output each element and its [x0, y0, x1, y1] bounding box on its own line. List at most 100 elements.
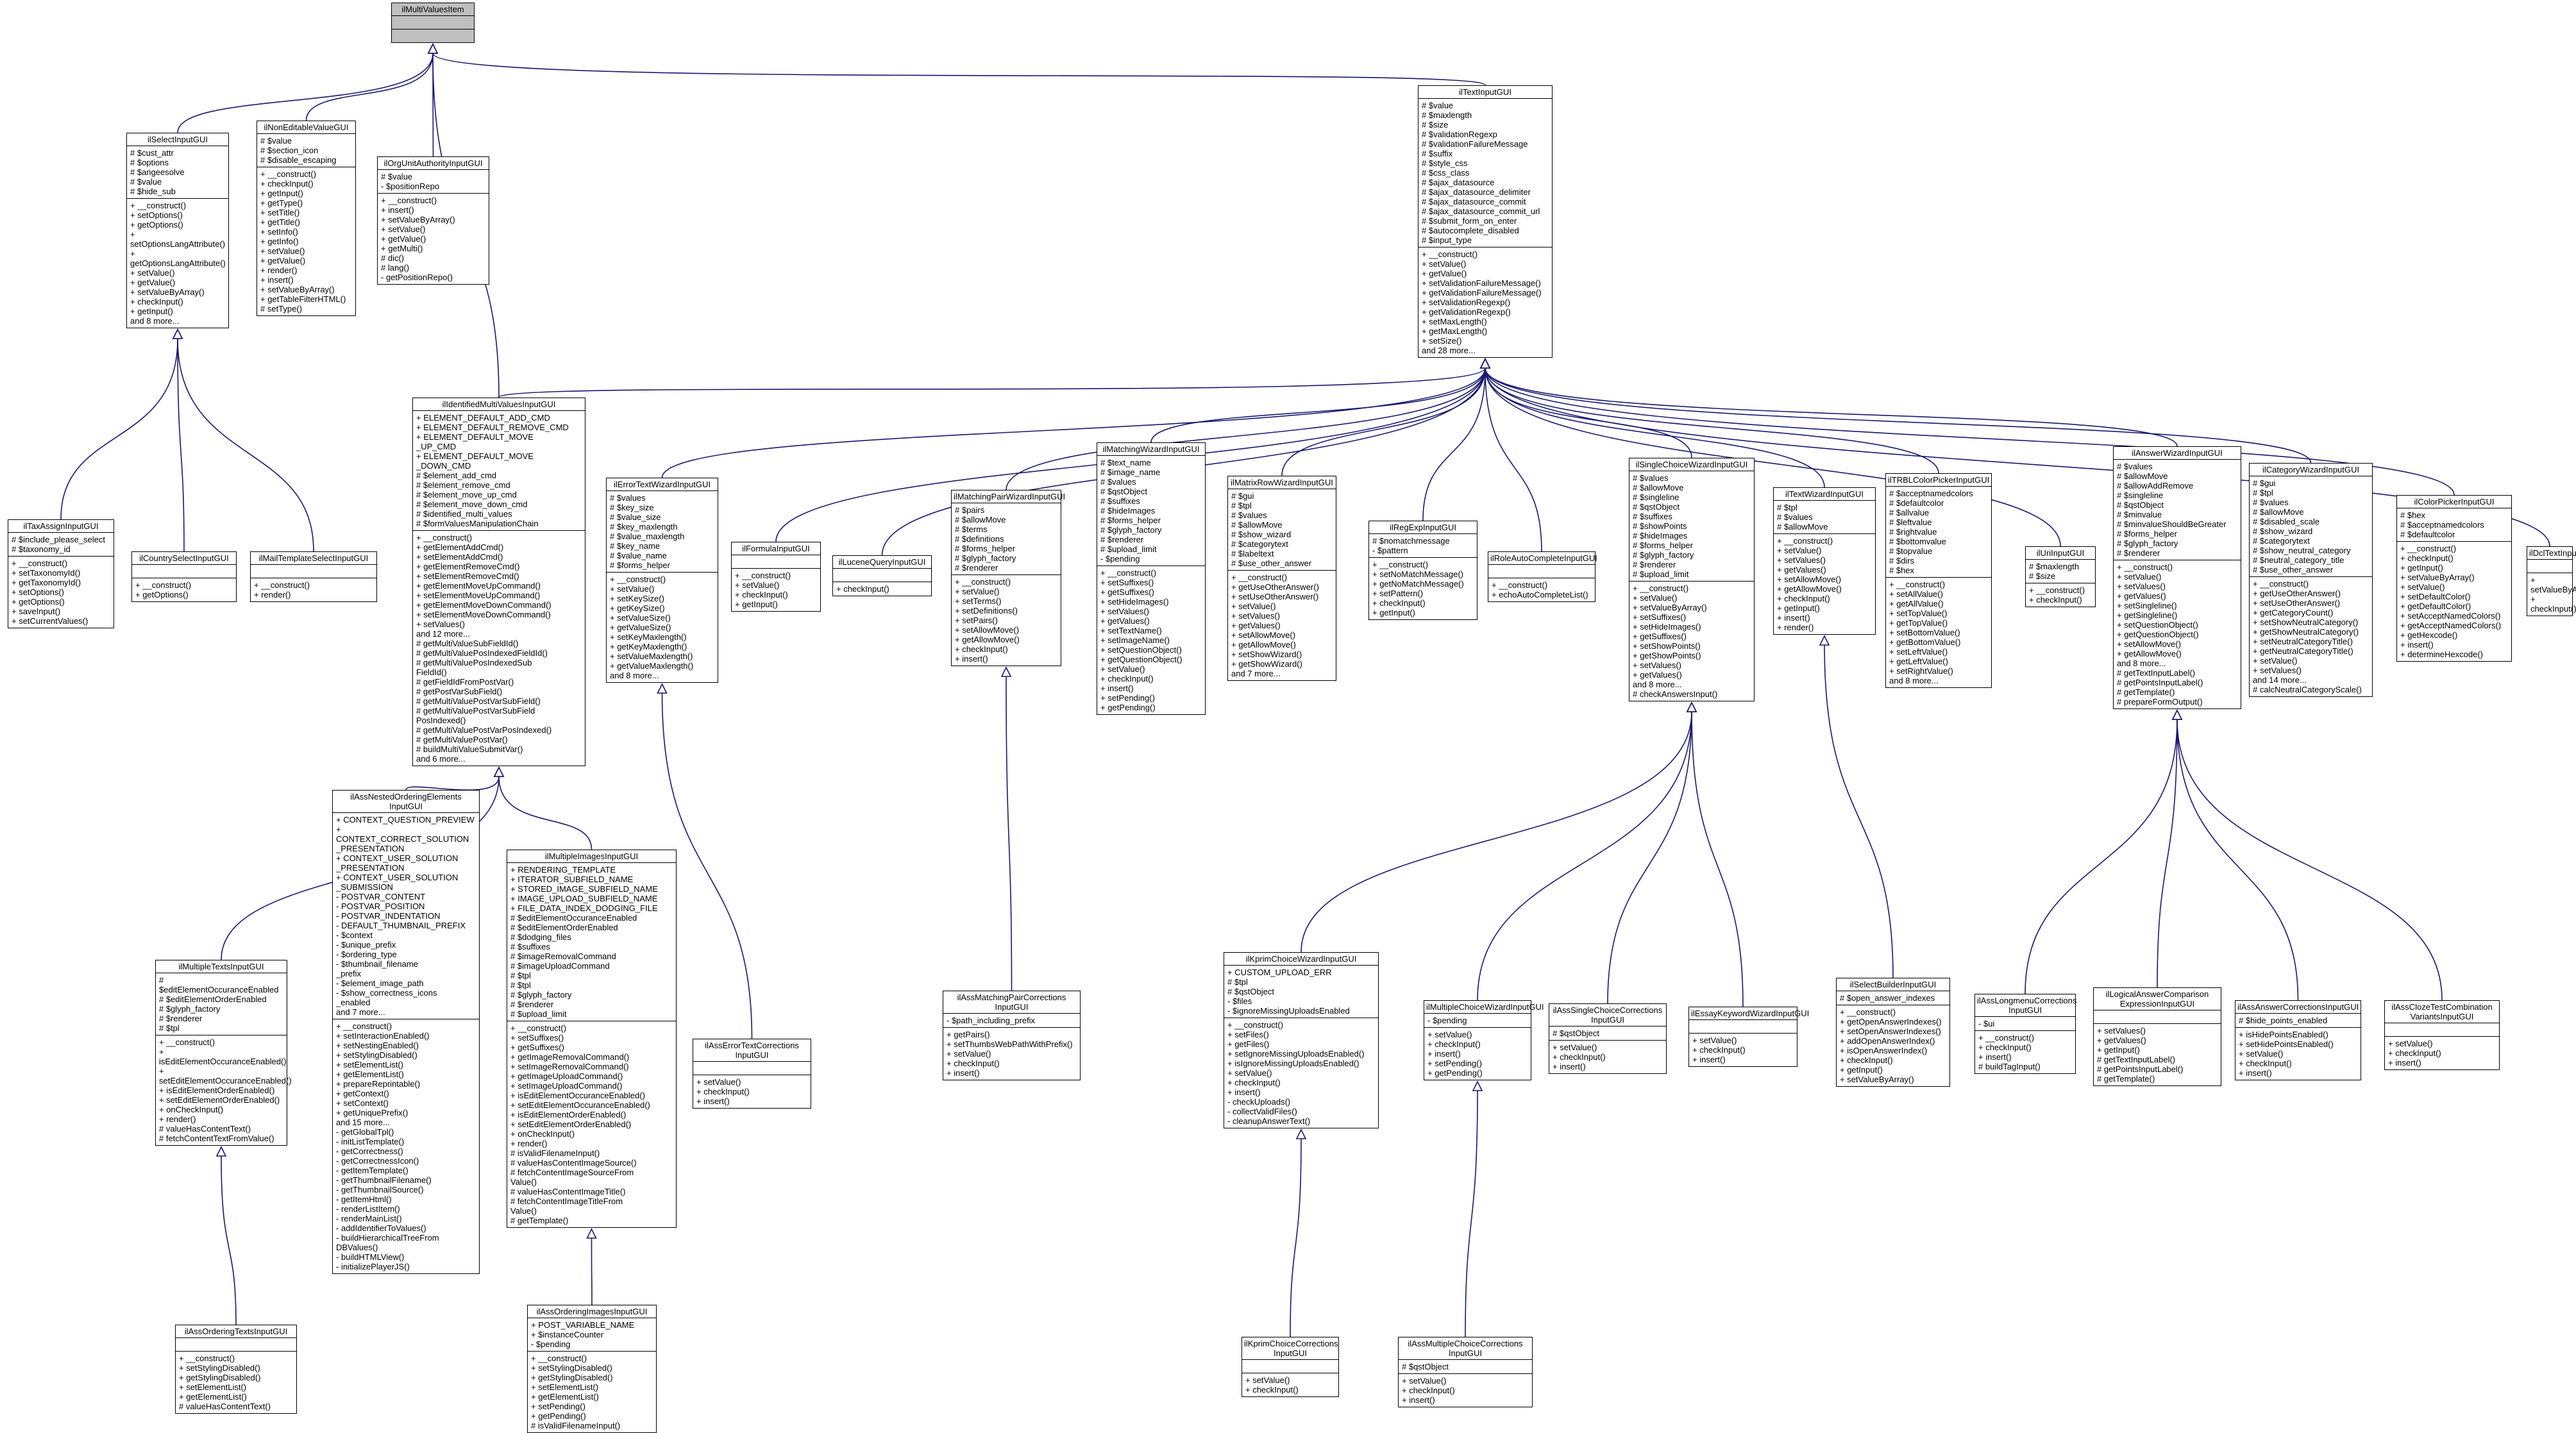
class-matrixrow[interactable]: ilMatrixRowWizardInputGUI# $gui# $tpl# $… — [1227, 476, 1336, 681]
attribute-line: # $key_size — [610, 503, 654, 512]
method-line: + checkInput() — [1372, 598, 1426, 608]
attribute-list: # $values# $allowMove# $singleline# $qst… — [1629, 471, 1754, 582]
class-country[interactable]: ilCountrySelectInputGUI+ __construct()+ … — [131, 551, 237, 602]
attribute-line: - $positionRepo — [381, 181, 440, 191]
method-line: and 12 more... — [416, 629, 470, 639]
class-cloze[interactable]: ilAssClozeTestCombination VariantsInputG… — [2384, 1000, 2500, 1070]
edge-multiplechoice-to-singlechoice — [1477, 711, 1692, 1001]
attribute-line: # $minvalueShouldBeGreater — [2117, 519, 2227, 529]
attribute-line: # $tpl — [1231, 501, 1252, 510]
class-singlechoice[interactable]: ilSingleChoiceWizardInputGUI# $values# $… — [1629, 458, 1755, 701]
class-logical[interactable]: ilLogicalAnswerComparison ExpressionInpu… — [2093, 987, 2221, 1086]
class-textwiz[interactable]: ilTextWizardInputGUI# $tpl# $values# $al… — [1773, 487, 1876, 635]
class-essay[interactable]: ilEssayKeywordWizardInputGUI+ setValue()… — [1688, 1007, 1809, 1067]
class-orderingtexts[interactable]: ilAssOrderingTextsInputGUI+ __construct(… — [175, 1325, 297, 1414]
attribute-list: # $qstObject — [1549, 1027, 1666, 1041]
class-answerwiz[interactable]: ilAnswerWizardInputGUI# $values# $allowM… — [2113, 446, 2241, 709]
class-selectbuilder[interactable]: ilSelectBuilderInputGUI# $open_answer_in… — [1836, 978, 1950, 1087]
method-line: + getQuestionObject() — [2117, 630, 2199, 639]
class-taxassign[interactable]: ilTaxAssignInputGUI# $include_please_sel… — [8, 519, 114, 628]
method-line: + onCheckInput() — [159, 1105, 224, 1114]
method-list: + __construct()+ insert()+ setValueByArr… — [378, 194, 489, 284]
class-errortextcorr[interactable]: ilAssErrorTextCorrections InputGUI+ setV… — [693, 1039, 811, 1109]
method-line: + setValueByArray() — [260, 285, 335, 294]
class-kprimcorr[interactable]: ilKprimChoiceCorrections InputGUI+ setVa… — [1242, 1337, 1339, 1397]
class-roleauto[interactable]: ilRoleAutoCompleteInputGUI+ __construct(… — [1488, 551, 1597, 602]
class-errortext[interactable]: ilErrorTextWizardInputGUI# $values# $key… — [606, 478, 718, 683]
class-identified[interactable]: ilIdentifiedMultiValuesInputGUI+ ELEMENT… — [412, 398, 585, 766]
method-line: + getNoMatchMessage() — [1372, 579, 1464, 589]
method-line: + getSingleline() — [2117, 610, 2178, 620]
class-answercorr[interactable]: ilAssAnswerCorrectionsInputGUI# $hide_po… — [2235, 1000, 2361, 1080]
class-longmenu[interactable]: ilAssLongmenuCorrections InputGUI- $ui+ … — [1974, 994, 2076, 1074]
method-line: + setTerms() — [955, 596, 1002, 606]
attribute-line: # $value — [381, 172, 413, 181]
method-list: + __construct()+ setValue()+ setValues()… — [1774, 534, 1875, 634]
class-matchingpair[interactable]: ilMatchingPairWizardInputGUI# $pairs# $a… — [951, 490, 1065, 666]
class-trbl[interactable]: ilTRBLColorPickerInputGUI# $acceptnamedc… — [1885, 473, 1992, 688]
class-formula[interactable]: ilFormulaInputGUI+ __construct()+ setVal… — [731, 542, 821, 612]
class-nestedordering[interactable]: ilAssNestedOrderingElements InputGUI+ CO… — [332, 790, 480, 1274]
class-mailtpl[interactable]: ilMailTemplateSelectInputGUI+ __construc… — [250, 551, 377, 602]
class-multiplechoice[interactable]: ilMultipleChoiceWizardInputGUI- $pending… — [1424, 1000, 1544, 1080]
attribute-line: # $dodging_files — [510, 932, 571, 942]
class-regexp[interactable]: ilRegExpInputGUI# $nomatchmessage- $patt… — [1368, 521, 1477, 620]
class-text[interactable]: ilTextInputGUI# $value# $maxlength# $siz… — [1418, 85, 1553, 358]
class-name: ilAssClozeTestCombination VariantsInputG… — [2385, 1001, 2499, 1023]
method-line: + getUseOtherAnswer() — [2253, 589, 2341, 598]
class-name: ilMatchingPairWizardInputGUI — [952, 490, 1065, 503]
method-line: + render() — [1777, 623, 1814, 632]
attribute-list — [1242, 1360, 1338, 1373]
class-colorpicker[interactable]: ilColorPickerInputGUI# $hex# $acceptname… — [2396, 495, 2512, 662]
class-lucene[interactable]: ilLuceneQueryInputGUI+ checkInput() — [832, 555, 932, 596]
attribute-line: # $use_other_answer — [1231, 558, 1312, 568]
class-multipletexts[interactable]: ilMultipleTextsInputGUI# $editElementOcc… — [155, 960, 292, 1146]
method-line: + getBottomValue() — [1889, 637, 1961, 647]
method-line: + checkInput() — [696, 1087, 750, 1096]
attribute-line: - $ui — [1978, 1019, 1995, 1028]
attribute-line: # $element_move_up_cmd — [416, 490, 517, 499]
method-line: + getAllowMove() — [1777, 584, 1842, 594]
method-line: and 8 more... — [130, 316, 180, 326]
class-noneditable[interactable]: ilNonEditableValueGUI# $value# $section_… — [257, 121, 356, 316]
method-line: + __construct() — [1492, 580, 1548, 590]
method-line: + __construct() — [179, 1353, 235, 1363]
attribute-list: - $pending — [1424, 1014, 1531, 1028]
method-line: + getAllowMove() — [1231, 640, 1296, 649]
attribute-line: # $nomatchmessage — [1372, 536, 1450, 546]
class-dcl[interactable]: ilDclTextInputGUI+ setValueByArray()+ ch… — [2527, 546, 2576, 616]
method-line: + setValues() — [1633, 660, 1681, 670]
class-matchingwiz[interactable]: ilMatchingWizardInputGUI# $text_name# $i… — [1097, 442, 1206, 715]
class-orgunit[interactable]: ilOrgUnitAuthorityInputGUI# $value- $pos… — [377, 156, 489, 285]
attribute-line: # $values — [1777, 512, 1813, 522]
method-line: + setValue() — [1402, 1376, 1447, 1386]
method-line: + getCategoryCount() — [2253, 608, 2334, 617]
class-matchingpaircorr[interactable]: ilAssMatchingPairCorrections InputGUI- $… — [943, 991, 1081, 1080]
method-line: + setPairs() — [955, 616, 998, 625]
class-category[interactable]: ilCategoryWizardInputGUI# $gui# $tpl# $v… — [2249, 463, 2373, 697]
edge-essay-to-singlechoice — [1691, 711, 1744, 1007]
attribute-line: # $hideImages — [1100, 506, 1156, 515]
class-root[interactable]: ilMultiValuesItem — [391, 3, 475, 43]
attribute-line: + CONTEXT_CORRECT_SOLUTION _PRESENTATION — [336, 825, 469, 853]
method-line: + setTopValue() — [1889, 608, 1948, 618]
method-line: + getValue() — [1422, 269, 1467, 278]
method-line: # getTextInputLabel() — [2097, 1055, 2176, 1064]
edge-orderingtexts-to-multipletexts — [221, 1155, 237, 1325]
class-kprim[interactable]: ilKprimChoiceWizardInputGUI+ CUSTOM_UPLO… — [1224, 952, 1379, 1128]
method-line: + setPattern() — [1372, 589, 1424, 598]
method-line: + isEditElementOrderEnabled() — [159, 1085, 275, 1095]
class-multipleimages[interactable]: ilMultipleImagesInputGUI+ RENDERING_TEMP… — [507, 850, 677, 1228]
method-list: + __construct()+ checkInput()+ getInput(… — [2397, 542, 2511, 661]
attribute-line: # $renderer — [955, 563, 998, 573]
class-singlechoicecorr[interactable]: ilAssSingleChoiceCorrections InputGUI# $… — [1549, 1003, 1667, 1074]
attribute-line: # $key_maxlength — [610, 522, 678, 532]
method-line: + getValues() — [1231, 621, 1281, 630]
class-select[interactable]: ilSelectInputGUI# $cust_attr# $options# … — [126, 133, 229, 328]
method-list: + __construct()+ isEditElementOccuranceE… — [156, 1035, 292, 1145]
class-url[interactable]: ilUriInputGUI# $maxlength# $size+ __cons… — [2025, 546, 2096, 607]
method-line: + getMulti() — [381, 244, 423, 253]
class-orderingimages[interactable]: ilAssOrderingImagesInputGUI+ POST_VARIAB… — [527, 1305, 657, 1433]
class-multiplechoicecorr[interactable]: ilAssMultipleChoiceCorrections InputGUI#… — [1398, 1337, 1533, 1407]
method-list: + __construct()+ setOptions()+ getOption… — [127, 199, 228, 328]
